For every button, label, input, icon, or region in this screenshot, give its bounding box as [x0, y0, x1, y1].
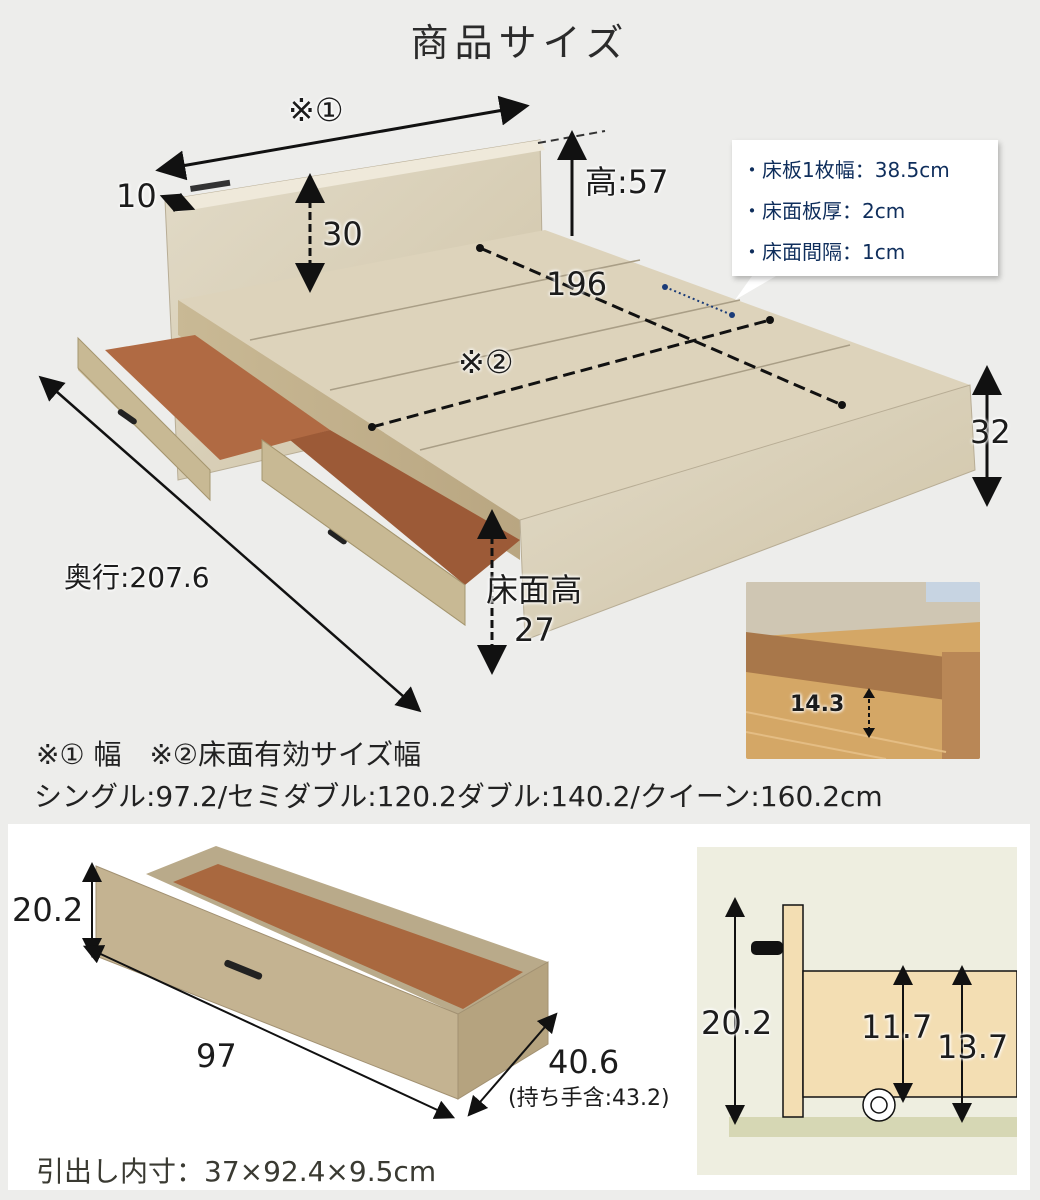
- section-floor-height: 13.7: [937, 1028, 1009, 1066]
- inner-width-label: ※②: [458, 343, 514, 381]
- width-label: ※①: [288, 91, 344, 129]
- drawer-illustration: [82, 846, 558, 1119]
- footboard-height-label: 32: [970, 413, 1011, 451]
- clearance-label: 14.3: [790, 692, 845, 717]
- notes-size-list: シングル:97.2/セミダブル:120.2ダブル:140.2/クイーン:160.…: [34, 780, 883, 813]
- headboard-height-label: 30: [322, 215, 363, 253]
- floor-height-value: 27: [514, 611, 555, 649]
- drawer-depth-with-handle: (持ち手含:43.2): [508, 1086, 670, 1111]
- under-bed-clearance-photo: 14.3: [746, 582, 980, 759]
- depth-label: 奥行:207.6: [64, 561, 210, 594]
- drawer-inner-size: 引出し内寸：37×92.4×9.5cm: [36, 1155, 437, 1188]
- page-title: 商品サイズ: [410, 21, 630, 65]
- section-box-height: 11.7: [861, 1008, 933, 1046]
- drawer-width-label: 97: [196, 1037, 237, 1075]
- drawer-height-label: 20.2: [12, 891, 84, 929]
- drawer-cross-section-diagram: 20.2 11.7 13.7: [697, 847, 1017, 1175]
- section-total-height: 20.2: [701, 1004, 773, 1042]
- slat-thickness-spec: ・床面板厚：2cm: [742, 199, 906, 223]
- inner-length-label: 196: [546, 265, 608, 303]
- slat-width-spec: ・床板1枚幅：38.5cm: [742, 158, 950, 182]
- drawer-depth-label: 40.6: [548, 1043, 620, 1081]
- floor-height-label: 床面高: [486, 571, 583, 609]
- bed-illustration: [38, 95, 1002, 713]
- headboard-depth-label: 10: [116, 177, 157, 215]
- slat-spec-callout: ・床板1枚幅：38.5cm ・床面板厚：2cm ・床面間隔：1cm: [732, 140, 998, 276]
- slat-gap-spec: ・床面間隔：1cm: [742, 240, 906, 264]
- notes-legend: ※① 幅 ※②床面有効サイズ幅: [36, 738, 422, 771]
- total-height-label: 高:57: [585, 163, 669, 201]
